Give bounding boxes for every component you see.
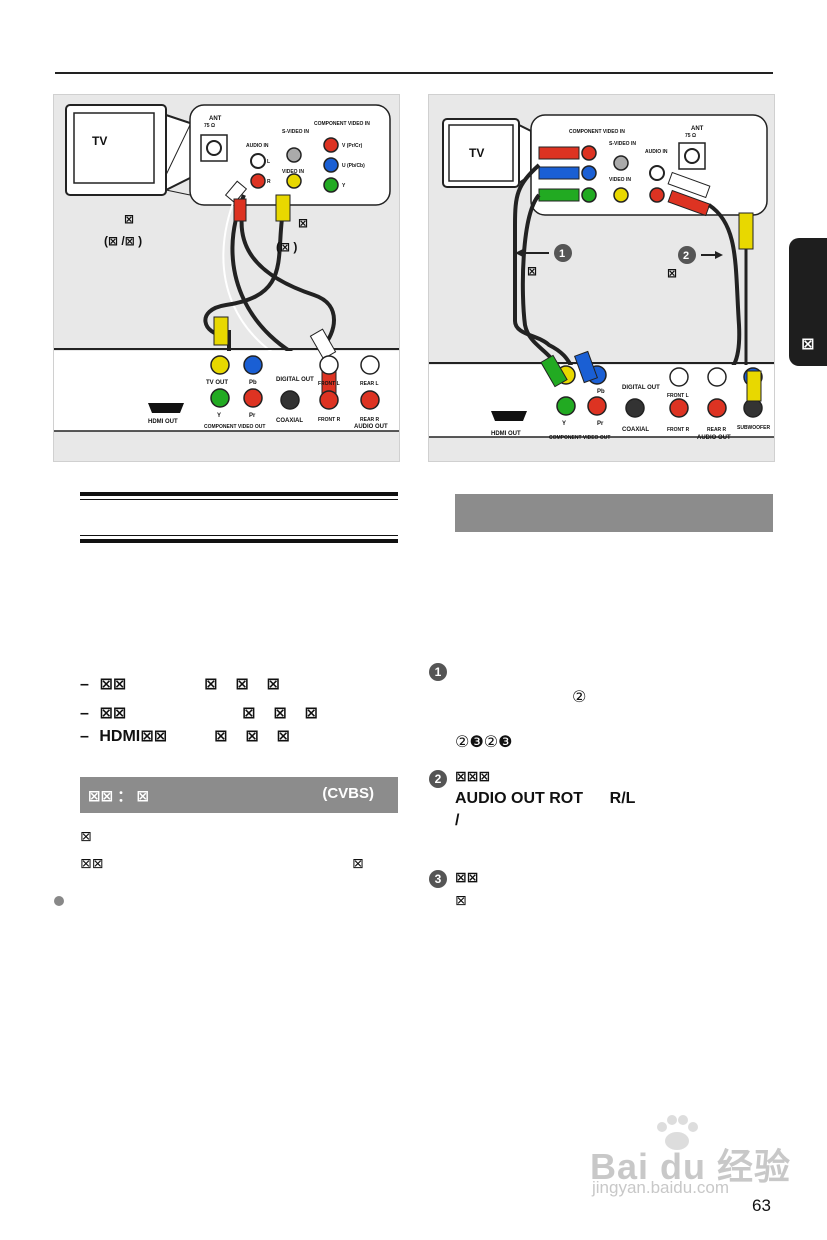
svg-text:SUBWOOFER: SUBWOOFER (737, 425, 770, 431)
svg-text:⊠: ⊠ (527, 264, 537, 278)
svg-text:REAR R: REAR R (707, 427, 727, 433)
svg-text:REAR L: REAR L (360, 381, 379, 387)
svg-text:V (Pr/Cr): V (Pr/Cr) (342, 143, 363, 149)
svg-text:TV OUT: TV OUT (206, 380, 228, 386)
svg-text:AUDIO IN: AUDIO IN (246, 143, 269, 149)
svg-text:1: 1 (559, 248, 565, 260)
svg-text:Pb: Pb (597, 389, 605, 395)
svg-text:FRONT R: FRONT R (667, 427, 690, 433)
svg-text:DIGITAL OUT: DIGITAL OUT (622, 385, 660, 391)
svg-text:S-VIDEO IN: S-VIDEO IN (282, 129, 309, 135)
svg-text:DIGITAL OUT: DIGITAL OUT (276, 377, 314, 383)
svg-text:VIDEO IN: VIDEO IN (609, 177, 631, 183)
svg-text:Y: Y (342, 183, 346, 189)
connection-diagram-right: TV COMPONENT VIDEO IN S-VIDEO IN AUDIO I… (428, 94, 775, 462)
svg-text:AUDIO OUT: AUDIO OUT (354, 424, 388, 430)
step-number: 1 (429, 663, 447, 681)
svg-text:(⊠ ): (⊠ ) (276, 240, 297, 254)
svg-text:FRONT R: FRONT R (318, 417, 341, 423)
svg-text:COMPONENT VIDEO IN: COMPONENT VIDEO IN (314, 121, 370, 127)
svg-text:75 Ω: 75 Ω (204, 123, 215, 129)
svg-text:Y: Y (562, 421, 566, 427)
step-title: ⊠⊠ (455, 869, 479, 885)
step-text: ② (572, 689, 587, 706)
svg-text:75 Ω: 75 Ω (685, 133, 696, 139)
svg-text:Pr: Pr (597, 421, 604, 427)
svg-text:AUDIO IN: AUDIO IN (645, 149, 668, 155)
section-rule-bottom (80, 539, 398, 543)
svg-text:COMPONENT VIDEO OUT: COMPONENT VIDEO OUT (204, 424, 265, 430)
svg-text:COAXIAL: COAXIAL (276, 418, 303, 424)
svg-text:Y: Y (217, 413, 221, 419)
svg-text:AUDIO OUT: AUDIO OUT (697, 435, 731, 441)
svg-text:L: L (267, 159, 270, 165)
section-rule-top (80, 492, 398, 496)
list-item: – ⊠⊠ ⊠ ⊠ ⊠ (80, 705, 318, 722)
svg-text:TV: TV (469, 146, 484, 160)
step-text: AUDIO OUT ROT R/L (455, 790, 636, 807)
svg-text:2: 2 (683, 250, 689, 262)
section-rule-top-thin (80, 499, 398, 500)
svg-text:⊠: ⊠ (667, 266, 677, 280)
svg-text:S-VIDEO IN: S-VIDEO IN (609, 141, 636, 147)
svg-text:COAXIAL: COAXIAL (622, 427, 649, 433)
page-number: 63 (752, 1196, 771, 1215)
svg-text:U (Pb/Cb): U (Pb/Cb) (342, 163, 365, 169)
svg-text:COMPONENT VIDEO OUT: COMPONENT VIDEO OUT (549, 435, 610, 441)
svg-text:ANT: ANT (209, 116, 222, 122)
svg-text:REAR R: REAR R (360, 417, 380, 423)
svg-text:(⊠ /⊠ ): (⊠ /⊠ ) (104, 234, 142, 248)
paragraph-line: ⊠ (80, 828, 92, 844)
svg-text:Pr: Pr (249, 413, 256, 419)
svg-text:HDMI OUT: HDMI OUT (491, 431, 521, 437)
watermark-brand: Bai du 经验 (590, 1146, 792, 1187)
right-diagram-svg: TV COMPONENT VIDEO IN S-VIDEO IN AUDIO I… (429, 114, 774, 441)
svg-text:HDMI OUT: HDMI OUT (148, 419, 178, 425)
step-title: ⊠⊠⊠ (455, 768, 491, 784)
section-rule-bottom-thin (80, 535, 398, 536)
svg-text:⊠: ⊠ (124, 212, 134, 226)
svg-text:⊠: ⊠ (298, 216, 308, 230)
svg-text:FRONT L: FRONT L (318, 381, 340, 387)
step-number: 2 (429, 770, 447, 788)
tv-icon (65, 104, 197, 196)
svg-text:VIDEO IN: VIDEO IN (282, 169, 304, 175)
tv-label: TV (92, 134, 107, 148)
list-item: – ⊠⊠ ⊠ ⊠ ⊠ (80, 676, 280, 693)
left-diagram-svg: TV ANT 75 Ω AUDIO IN S-VIDEO IN COMPONEN… (54, 104, 399, 432)
list-item: – HDMI⊠⊠ ⊠ ⊠ ⊠ (80, 728, 290, 745)
svg-text:ANT: ANT (691, 126, 704, 132)
svg-text:COMPONENT VIDEO IN: COMPONENT VIDEO IN (569, 129, 625, 135)
bullet-icon (54, 896, 64, 906)
step-text: / (455, 812, 460, 829)
paragraph-line-end: ⊠ (352, 855, 364, 871)
section-heading-box (455, 494, 773, 532)
svg-text:Pb: Pb (249, 380, 257, 386)
svg-text:R: R (267, 179, 271, 185)
step-text: ②❸②❸ (455, 734, 513, 751)
side-tab: ⊠ (789, 238, 827, 366)
step-number: 3 (429, 870, 447, 888)
paw-icon (657, 1115, 698, 1150)
connection-diagram-left: TV ANT 75 Ω AUDIO IN S-VIDEO IN COMPONEN… (53, 94, 400, 462)
svg-text:FRONT L: FRONT L (667, 393, 689, 399)
paragraph-line: ⊠⊠ (80, 855, 104, 871)
step-text: ⊠ (455, 892, 467, 908)
cvbs-heading: ⊠⊠ ： ⊠ (CVBS) (80, 777, 398, 813)
tv-icon (442, 118, 532, 188)
watermark-url: jingyan.baidu.com (592, 1178, 730, 1197)
header-rule (55, 72, 773, 74)
